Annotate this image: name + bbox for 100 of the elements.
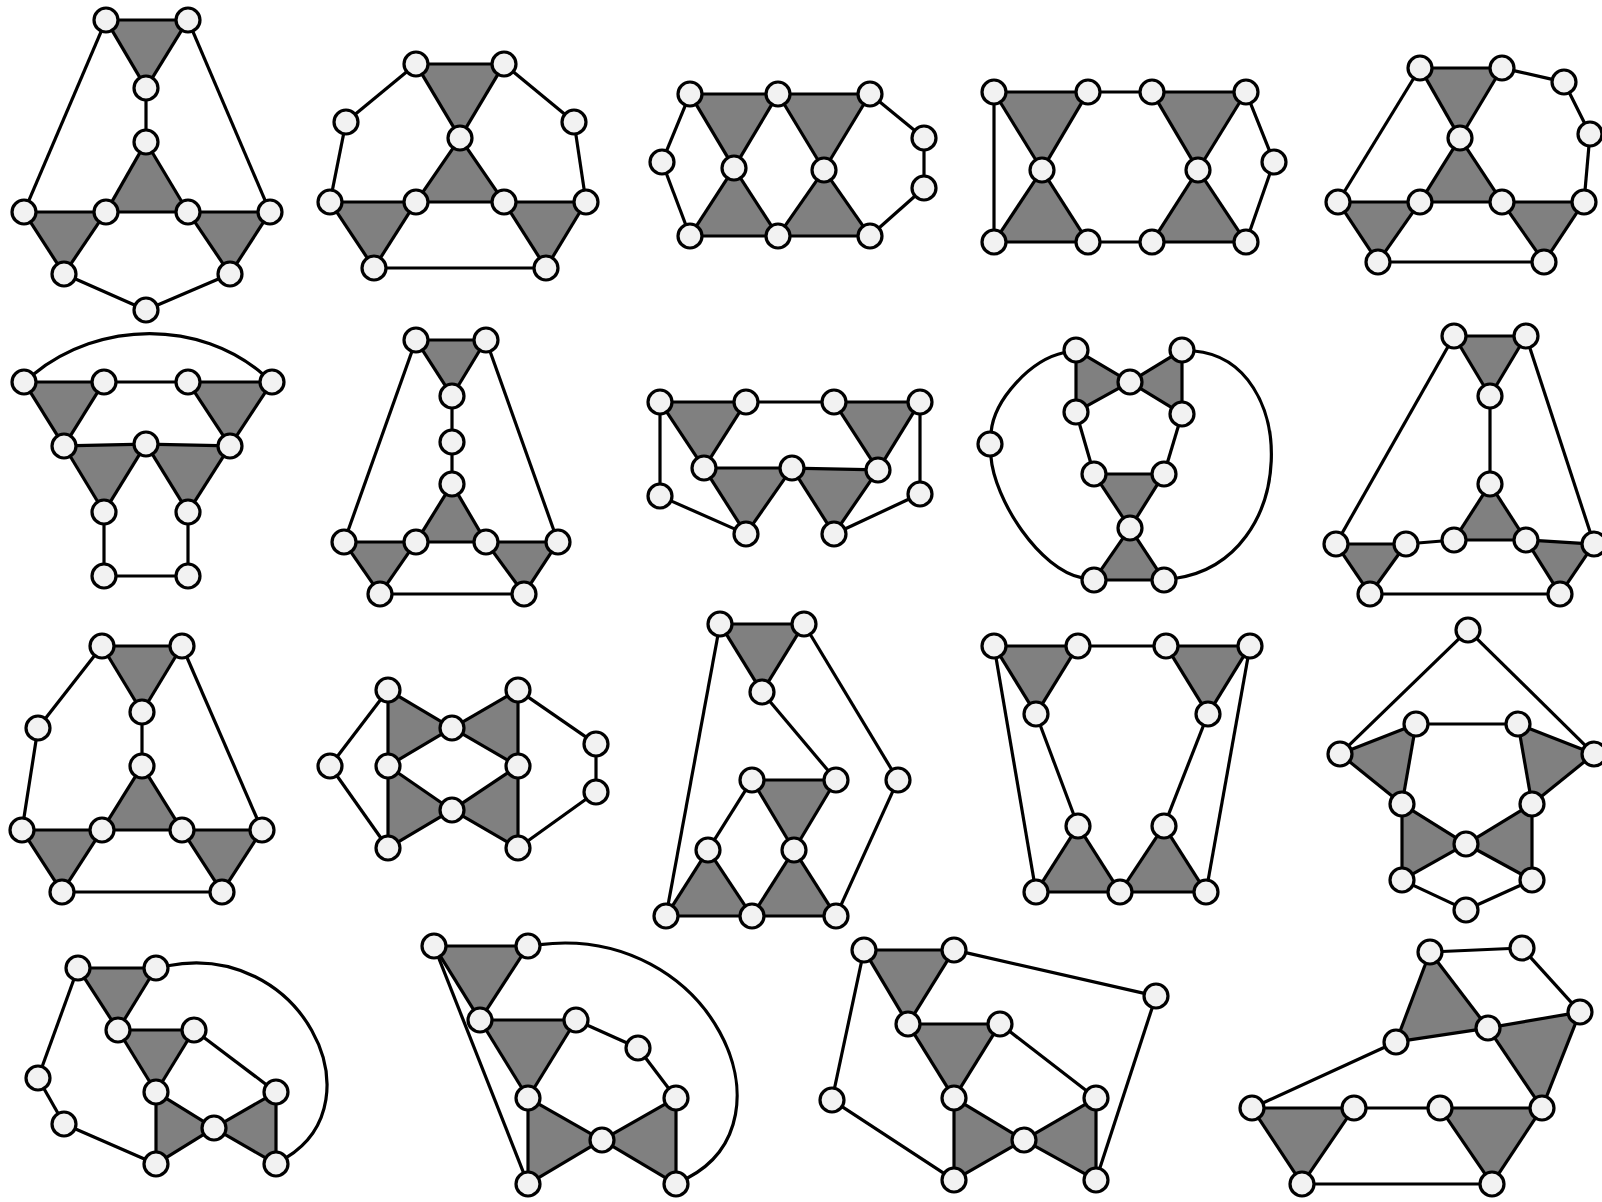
graph-edge — [1350, 726, 1406, 752]
vertex-circle — [256, 198, 284, 226]
vertex-circle — [652, 902, 680, 930]
graph-edge — [75, 442, 135, 448]
graph-edge — [1248, 172, 1272, 232]
graph-edge — [488, 350, 556, 532]
graph-edge — [1411, 809, 1457, 839]
graph-edge — [839, 479, 873, 525]
graph-edge — [1175, 349, 1273, 580]
graph-edge — [695, 177, 729, 227]
graph-edge — [1206, 657, 1250, 881]
vertex-circle — [316, 188, 344, 216]
graph-edge — [1006, 90, 1076, 94]
graph-edge — [1164, 90, 1234, 94]
graph-edge — [768, 700, 830, 772]
vertex-circle — [1192, 878, 1220, 906]
graph-edge — [783, 178, 819, 228]
vertex-circle — [10, 368, 38, 396]
graph-edge — [465, 147, 499, 193]
vertex-circle — [588, 1126, 616, 1154]
graph-edge — [40, 978, 76, 1068]
vertex-circle — [472, 326, 500, 354]
graph-edge — [150, 29, 184, 79]
graph-edge — [1099, 536, 1125, 572]
graph-edge — [839, 790, 895, 906]
graph-edge — [379, 211, 411, 259]
graph-edge — [156, 277, 220, 307]
vertex-circle — [1062, 398, 1090, 426]
graph-edge — [876, 948, 942, 952]
graph-edge — [356, 540, 404, 544]
vertex-circle — [438, 428, 466, 456]
vertex-circle — [142, 1078, 170, 1106]
graph-edge — [1085, 386, 1121, 408]
graph-edge — [516, 778, 520, 836]
graph-edge — [461, 732, 509, 762]
graph-edge — [666, 635, 720, 905]
graph-edge — [202, 1035, 268, 1087]
vertex-circle — [174, 498, 202, 526]
graph-edge — [611, 1102, 667, 1136]
graph-edge — [829, 178, 865, 228]
vertex-circle — [1406, 54, 1434, 82]
graph-edge — [674, 1110, 678, 1172]
vertex-circle — [910, 174, 938, 202]
vertex-circle — [910, 124, 938, 152]
vertex-circle — [1150, 812, 1178, 840]
vertex-circle — [532, 254, 560, 282]
graph-edge — [1375, 552, 1401, 586]
vertex-circle — [544, 528, 572, 556]
graph-edge — [227, 839, 257, 883]
graph-edge — [1518, 735, 1532, 793]
vertex-circle — [262, 1150, 290, 1178]
vertex-circle — [1116, 368, 1144, 396]
graph-edge — [346, 350, 414, 532]
graph-edge — [1497, 1117, 1537, 1175]
vertex-circle — [732, 388, 760, 416]
graph-edge — [108, 453, 142, 503]
graph-edge — [118, 18, 176, 22]
graph-edge — [912, 959, 950, 1015]
vertex-circle — [446, 124, 474, 152]
graph-edge — [274, 1104, 278, 1152]
vertex-circle — [884, 766, 912, 794]
graph-edge — [611, 1144, 667, 1180]
graph-edge — [397, 732, 443, 762]
graph-edge — [999, 179, 1037, 233]
vertex-circle — [248, 816, 276, 844]
graph-edge — [992, 104, 996, 230]
vertex-circle — [200, 1114, 228, 1142]
graph-edge — [709, 477, 741, 525]
graph-edge — [1165, 425, 1181, 463]
vertex-circle — [822, 902, 850, 930]
vertex-circle — [168, 632, 196, 660]
graph-edge — [757, 859, 789, 907]
vertex-circle — [1446, 124, 1474, 152]
vertex-circle — [810, 156, 838, 184]
graph-edge — [1475, 637, 1587, 747]
vertex-circle — [780, 836, 808, 864]
vertex-circle — [174, 198, 202, 226]
graph-edge — [1248, 102, 1272, 152]
graph-edge — [758, 400, 822, 404]
graph-edge — [1549, 211, 1579, 253]
graph-edge — [27, 30, 103, 202]
vertex-circle — [1426, 1094, 1454, 1122]
graph-edge — [193, 455, 225, 503]
graph-edge — [193, 391, 225, 437]
vertex-circle — [676, 222, 704, 250]
vertex-circle — [1476, 382, 1504, 410]
vertex-circle — [402, 528, 430, 556]
vertex-circle — [1364, 248, 1392, 276]
graph-edge — [485, 955, 523, 1011]
graph-edge — [102, 524, 106, 564]
graph-edge — [1565, 553, 1589, 585]
graph-edge — [167, 961, 329, 1159]
graph-edge — [146, 655, 178, 703]
graph-edge — [670, 499, 736, 531]
vertex-circle — [1550, 68, 1578, 96]
vertex-circle — [1326, 740, 1354, 768]
graph-edge — [1212, 655, 1246, 705]
vertex-circle — [894, 1010, 922, 1038]
graph-edge — [782, 103, 820, 161]
graph-edge — [354, 70, 408, 116]
